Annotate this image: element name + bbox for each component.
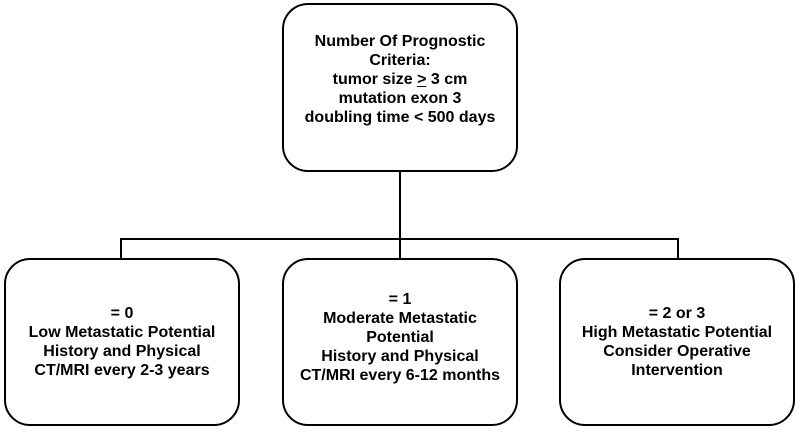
root-line-4: mutation exon 3 xyxy=(338,90,462,107)
root-line-1: Number Of Prognostic xyxy=(314,33,486,50)
connector-stub-right xyxy=(677,238,679,259)
root-line-2: Criteria: xyxy=(369,52,431,69)
branch-high-line-1: = 2 or 3 xyxy=(648,305,706,322)
branch-high-line-4: Intervention xyxy=(631,362,723,379)
root-line-5: doubling time < 500 days xyxy=(304,109,496,126)
root-criteria-box: Number Of Prognostic Criteria: tumor siz… xyxy=(282,3,518,172)
greater-equal-operator: > xyxy=(417,71,427,88)
branch-moderate-line-2: Moderate Metastatic xyxy=(323,309,477,327)
root-line-3-prefix: tumor size xyxy=(332,71,418,88)
branch-low-line-2: Low Metastatic Potential xyxy=(28,324,216,341)
branch-box-moderate-metastatic: = 1 Moderate Metastatic Potential Histor… xyxy=(282,258,518,426)
root-line-3-suffix: 3 cm xyxy=(426,71,468,88)
branch-moderate-line-4: History and Physical xyxy=(321,347,479,365)
branch-low-line-1: = 0 xyxy=(110,305,134,322)
branch-moderate-line-3: Potential xyxy=(366,328,434,346)
branch-high-line-3: Consider Operative xyxy=(603,343,751,360)
branch-box-high-metastatic: = 2 or 3 High Metastatic Potential Consi… xyxy=(559,258,795,426)
branch-moderate-line-1: = 1 xyxy=(388,290,412,308)
branch-moderate-line-5: CT/MRI every 6-12 months xyxy=(299,366,501,384)
root-line-3: tumor size > 3 cm xyxy=(333,70,468,89)
branch-low-line-3: History and Physical xyxy=(43,343,201,360)
branch-high-line-2: High Metastatic Potential xyxy=(581,324,773,341)
connector-root-vertical xyxy=(399,171,401,239)
branch-low-line-4: CT/MRI every 2-3 years xyxy=(34,362,210,379)
connector-stub-middle xyxy=(399,238,401,259)
branch-box-low-metastatic: = 0 Low Metastatic Potential History and… xyxy=(4,258,240,426)
connector-stub-left xyxy=(120,238,122,259)
